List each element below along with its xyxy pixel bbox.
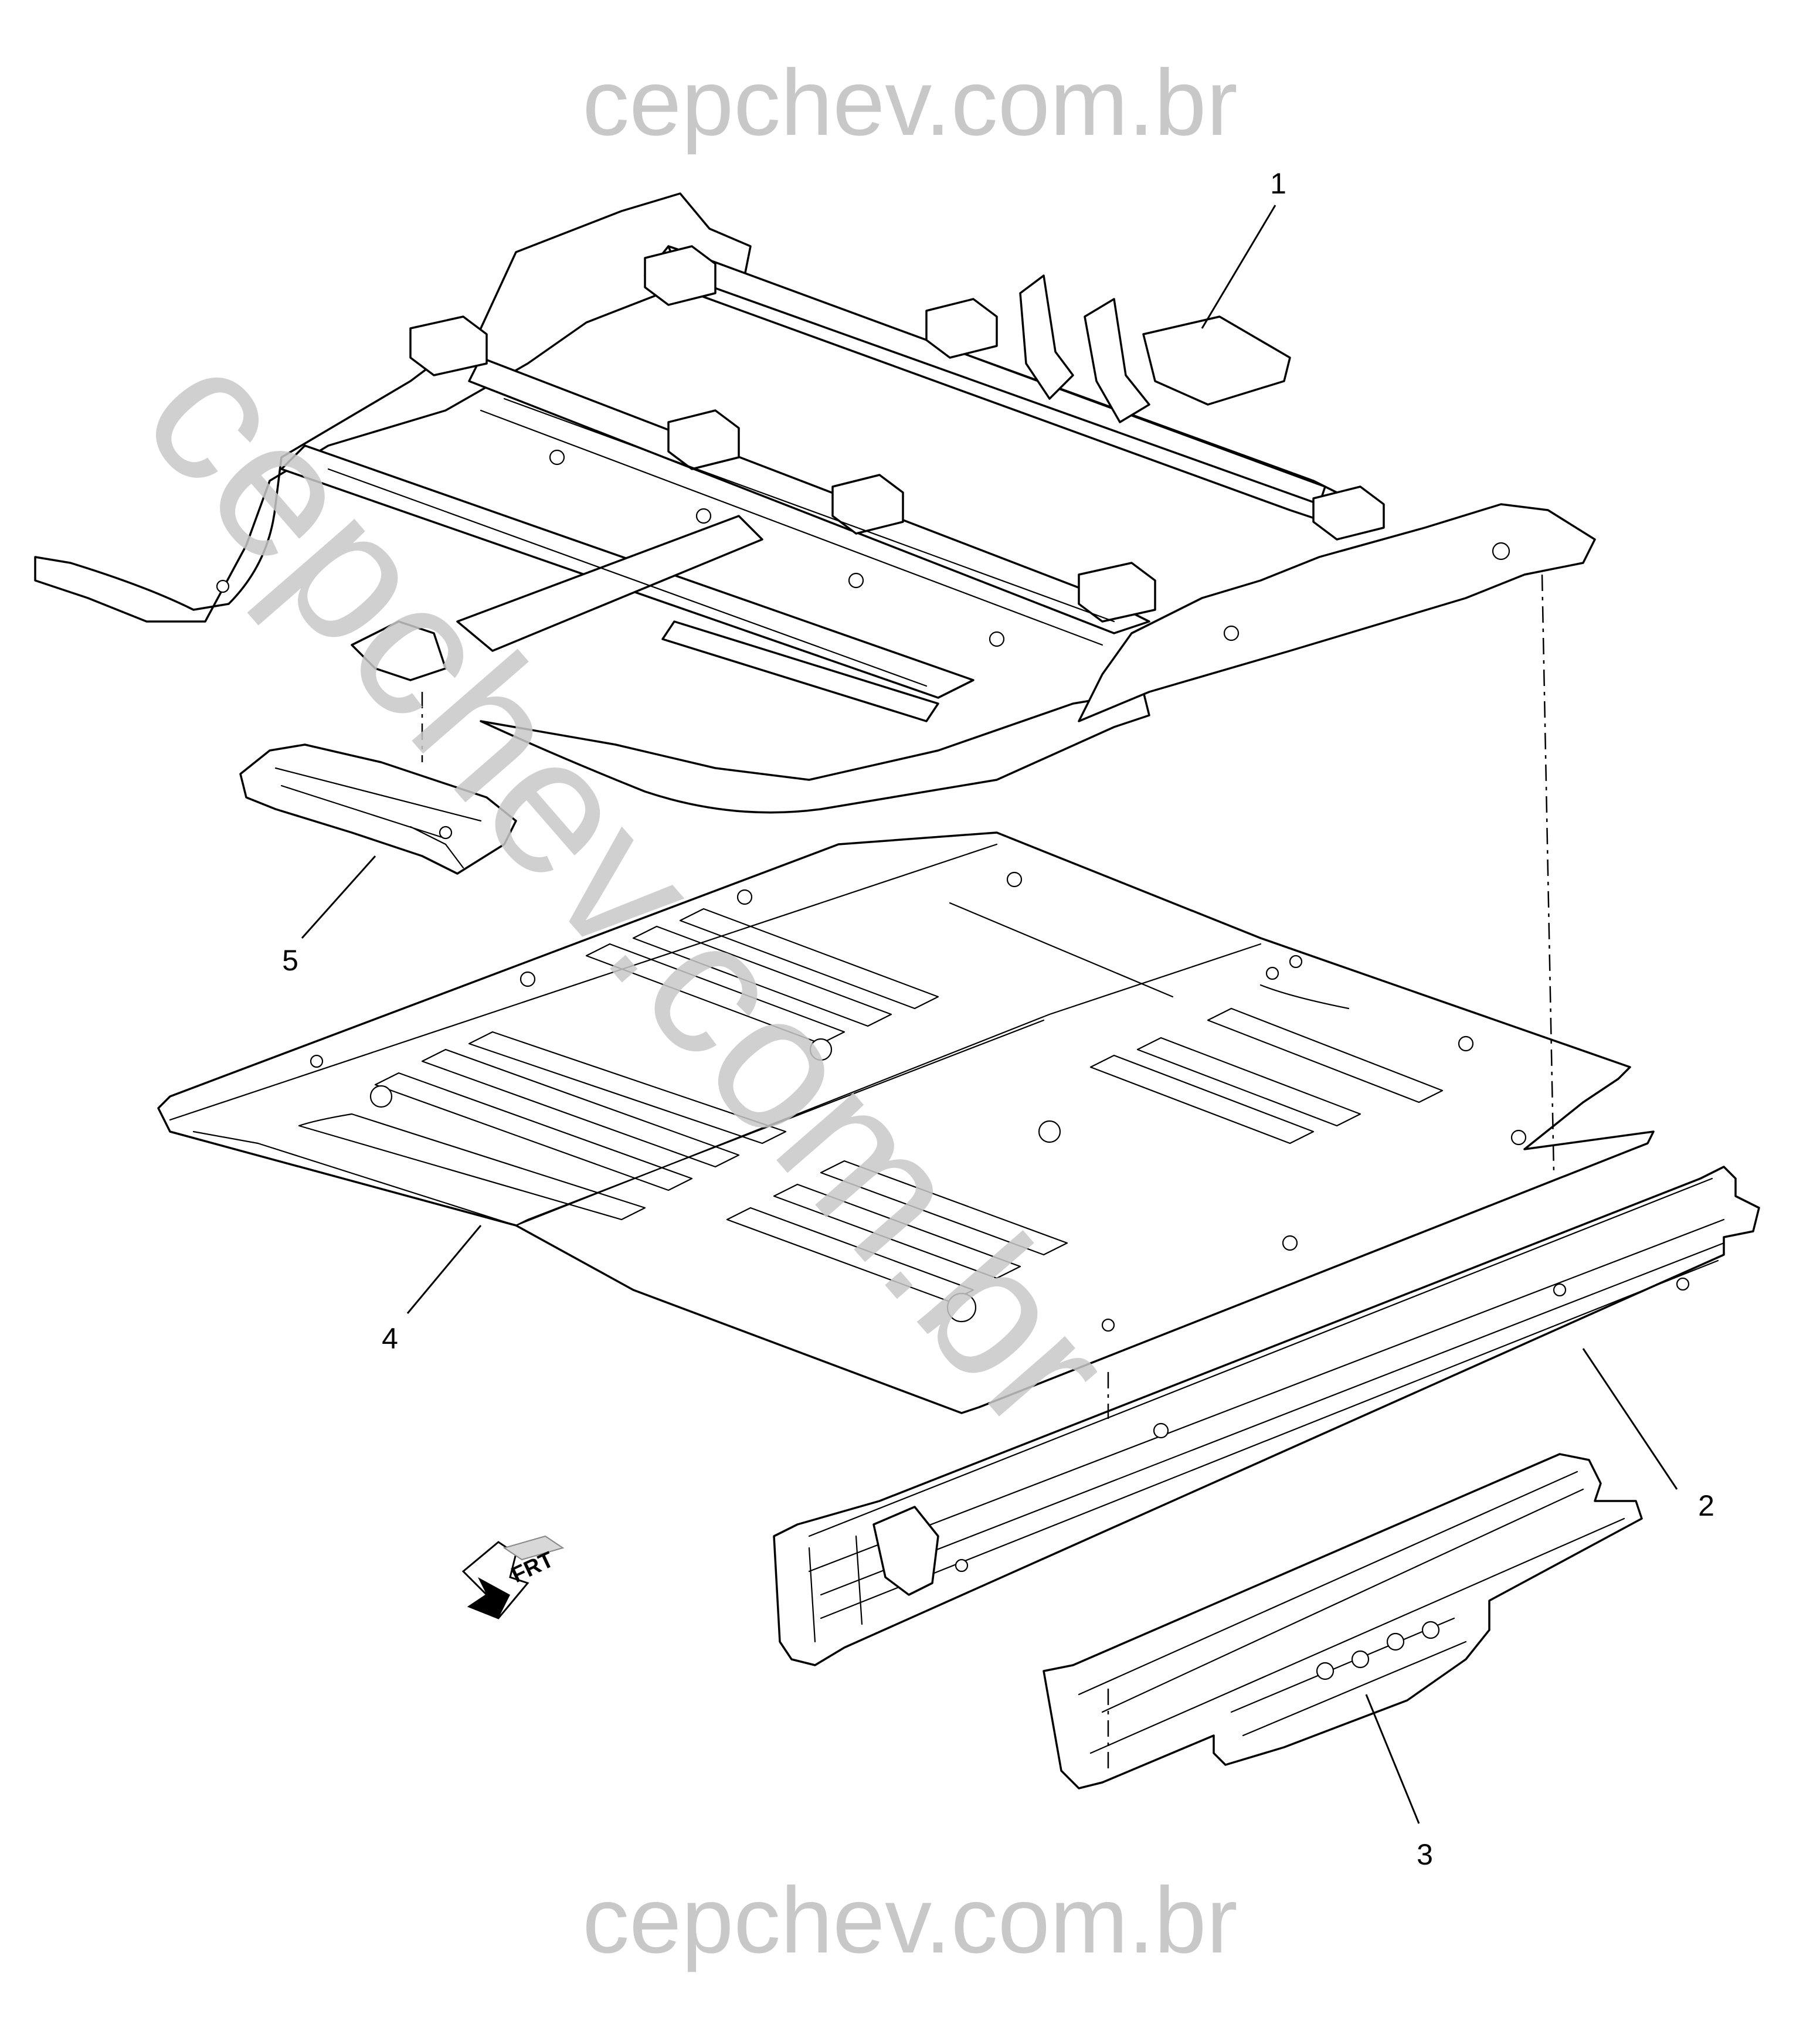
front-arrow-icon [461, 1535, 565, 1619]
callout-4: 4 [382, 1322, 398, 1355]
alignment-lines [421, 574, 1555, 1771]
callout-1: 1 [1270, 167, 1286, 200]
part-2-rocker-sill [773, 1166, 1760, 1666]
watermark-header: cepchev.com.br [582, 50, 1238, 155]
part-1-underbody-frame [34, 192, 1596, 814]
watermark-footer: cepchev.com.br [582, 1867, 1238, 1972]
leader-line-2 [1582, 1348, 1678, 1490]
callout-5: 5 [282, 944, 298, 977]
leader-lines [301, 205, 1678, 1824]
part-4-floor-panel [157, 831, 1655, 1414]
callout-3: 3 [1417, 1838, 1433, 1871]
leader-line-1 [1201, 205, 1276, 329]
direction-indicator: FRT [461, 1535, 565, 1619]
leader-line-5 [301, 855, 376, 939]
part-5-floor-bracket [239, 743, 517, 875]
leader-line-4 [406, 1225, 482, 1314]
callout-2: 2 [1698, 1489, 1714, 1522]
leader-line-3 [1365, 1694, 1420, 1824]
part-3-rocker-reinforcement [1043, 1453, 1643, 1789]
